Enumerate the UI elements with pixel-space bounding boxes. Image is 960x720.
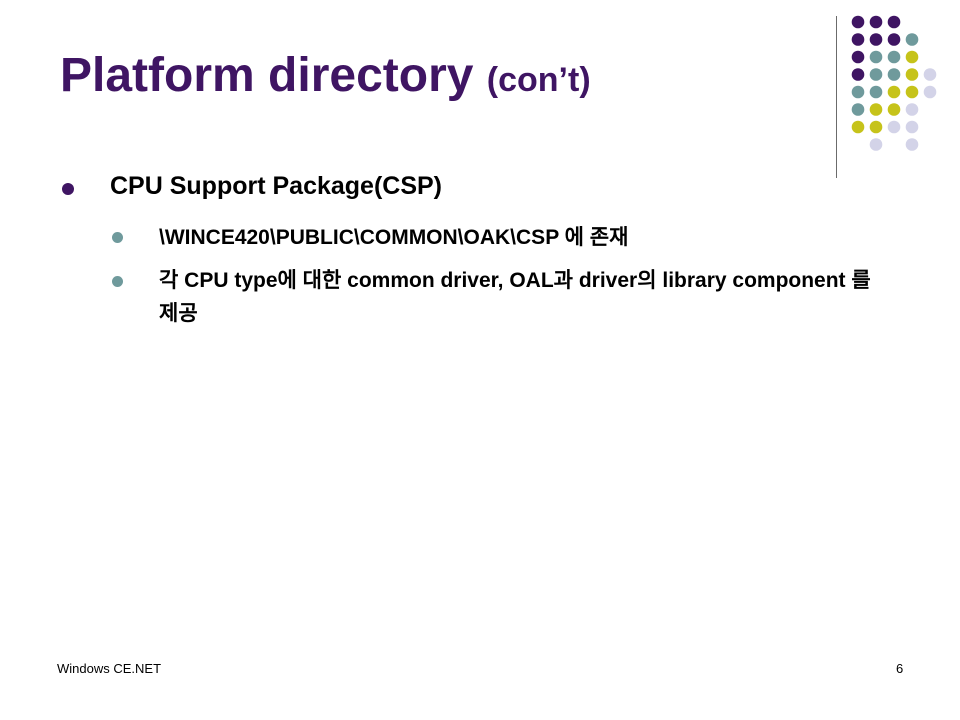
decorative-dot [905,68,919,81]
decorative-dot [869,68,883,81]
decorative-dot [869,50,883,64]
decorative-dot [869,120,883,134]
decorative-dot [869,103,883,116]
decorative-dot [905,33,919,46]
decorative-dot [851,68,865,81]
decorative-dot-grid [851,15,937,151]
decorative-dot [887,85,901,99]
slide-number: 6 [896,661,904,676]
decorative-dot [887,50,901,64]
bullet-text-description: 각 CPU type에 대한 common driver, OAL과 drive… [159,269,871,325]
decorative-dot [869,15,883,29]
decorative-dot [905,50,919,64]
decorative-dot [851,33,865,46]
decorative-dot [869,33,883,46]
footer-label: Windows CE.NET [57,661,162,676]
decorative-dot [851,120,865,134]
bullet-text-csp: CPU Support Package(CSP) [110,172,443,200]
decorative-dot [887,120,901,134]
decorative-dot [905,103,919,116]
bullet-text-path: \WINCE420\PUBLIC\COMMON\OAK\CSP 에 존재 [159,226,629,249]
bullet-dot-level2 [112,232,123,243]
decorative-dot [923,85,937,99]
decorative-dot [887,33,901,46]
decorative-dot [887,15,901,29]
decorative-dot [869,85,883,99]
decorative-dot [887,103,901,116]
title-subtitle: (con’t) [486,61,591,99]
decorative-dot [851,15,865,29]
decorative-dot [923,68,937,81]
decorative-dot [851,85,865,99]
decorative-dot [905,120,919,134]
decorative-dot [905,138,919,151]
decorative-dot [905,85,919,99]
slide-title: Platform directory (con’t) [60,49,591,103]
decorative-dot [887,68,901,81]
decorative-dot [869,138,883,151]
title-main: Platform directory [60,49,474,102]
decorative-dot [851,103,865,116]
bullet-dot-level1 [62,183,74,195]
bullet-dot-level2 [112,276,123,287]
vertical-divider-line [836,16,837,178]
decorative-dot [851,50,865,64]
